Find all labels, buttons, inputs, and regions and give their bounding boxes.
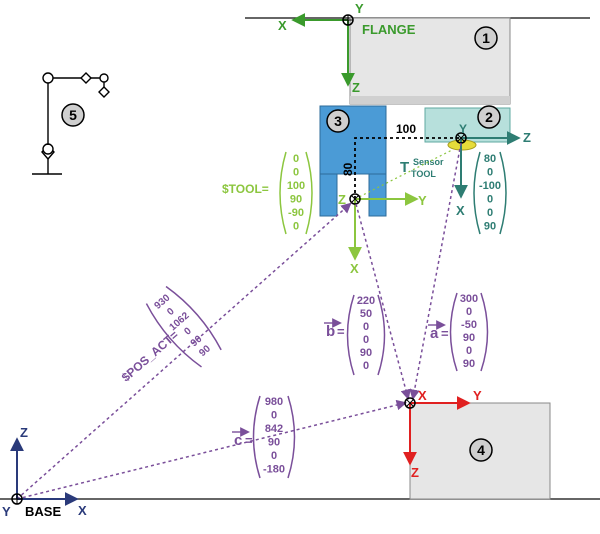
t-subscript: TOOL: [411, 169, 436, 179]
pos-act-values-value: 0: [165, 306, 177, 318]
sensor-tool-transform: T Sensor TOOL: [400, 157, 444, 179]
b-values-value: 90: [360, 347, 372, 359]
tool-vector-values-value: 90: [290, 194, 302, 206]
c-values-value: 980: [265, 396, 283, 408]
b-values-value: 0: [363, 334, 369, 346]
c-values-value: 0: [271, 450, 277, 462]
tool-axis-x-label: X: [350, 261, 359, 276]
b-values-value: 50: [360, 308, 372, 320]
sensor-vector-values-value: 80: [484, 153, 496, 165]
t-symbol: T: [400, 159, 409, 176]
badge-4-label: 4: [477, 442, 485, 458]
tool-vector-values-value: 0: [293, 153, 299, 165]
pos-act-values-value: 0: [182, 325, 194, 337]
badge-2-label: 2: [485, 109, 493, 125]
a-values-value: 90: [463, 358, 475, 370]
c-label: c: [234, 432, 242, 449]
tool-frame: [348, 192, 419, 261]
flange-axis-z-label: Z: [352, 80, 360, 95]
b-values-value: 220: [357, 295, 375, 307]
sensor-frame: [454, 131, 521, 199]
tool-label: $TOOL=: [222, 182, 269, 196]
sensor-axis-x-label: X: [456, 203, 465, 218]
base-frame: [10, 437, 79, 506]
c-equals: =: [245, 433, 253, 448]
flange-axis-x-label: X: [278, 18, 287, 33]
a-values-value: -50: [461, 319, 477, 331]
a-equals: =: [441, 326, 449, 341]
dimension-100: 100: [396, 122, 416, 136]
t-superscript: Sensor: [413, 157, 444, 167]
badge-2: 2: [477, 105, 501, 129]
badge-5-label: 5: [69, 107, 77, 123]
workpiece-frame: [403, 396, 471, 466]
b-values-value: 0: [363, 360, 369, 372]
base-axis-z-label: Z: [20, 425, 28, 440]
pos-act-label: $POS_ACT=: [119, 328, 181, 385]
c-values-value: -180: [263, 464, 285, 476]
a-values-value: 0: [466, 306, 472, 318]
workpiece-axis-x-label: X: [418, 388, 427, 403]
a-values-value: 300: [460, 293, 478, 305]
tool-vector-values-value: 0: [293, 221, 299, 233]
c-values-value: 90: [268, 437, 280, 449]
tcp-link-line: [354, 149, 453, 200]
tool-offset-dimension: [354, 137, 461, 199]
workpiece-axis-z-label: Z: [411, 465, 419, 480]
tool-vector-values-value: -90: [288, 207, 304, 219]
a-values-value: 0: [466, 345, 472, 357]
c-values-value: 0: [271, 410, 277, 422]
tool-axis-z-label: Z: [338, 192, 346, 207]
badge-3-label: 3: [334, 113, 342, 129]
tool-axis-y-label: Y: [418, 193, 427, 208]
sensor-axis-y-label: Y: [459, 122, 467, 136]
a-values-value: 90: [463, 332, 475, 344]
b-equals: =: [337, 324, 345, 339]
flange-frame: [291, 13, 355, 87]
badge-1-label: 1: [482, 30, 490, 46]
sensor-vector-values-value: 0: [487, 207, 493, 219]
badge-1: 1: [474, 26, 498, 50]
badge-5: 5: [61, 103, 85, 127]
flange-axis-y-label: Y: [355, 1, 364, 16]
base-label: BASE: [25, 504, 61, 519]
sensor-axis-z-label: Z: [523, 130, 531, 145]
sensor-vector-values-value: -100: [479, 180, 501, 192]
badge-3: 3: [326, 109, 350, 133]
base-axis-x-label: X: [78, 503, 87, 518]
tool-vector-values-value: 100: [287, 180, 305, 192]
sensor-vector-values-value: 0: [487, 194, 493, 206]
sensor-vector-values-value: 90: [484, 221, 496, 233]
a-label: a: [430, 325, 439, 342]
tool-vector-values-value: 0: [293, 167, 299, 179]
b-values-value: 0: [363, 321, 369, 333]
workpiece-axis-y-label: Y: [473, 388, 482, 403]
robot-icon: [32, 72, 110, 175]
c-values-value: 842: [265, 423, 283, 435]
base-axis-y-label: Y: [2, 504, 11, 519]
flange-label: FLANGE: [362, 22, 416, 37]
dimension-80: 80: [341, 162, 355, 176]
b-label: b: [326, 323, 335, 340]
badge-4: 4: [469, 438, 493, 462]
sensor-vector-values-value: 0: [487, 167, 493, 179]
gripper-block: [319, 105, 387, 217]
